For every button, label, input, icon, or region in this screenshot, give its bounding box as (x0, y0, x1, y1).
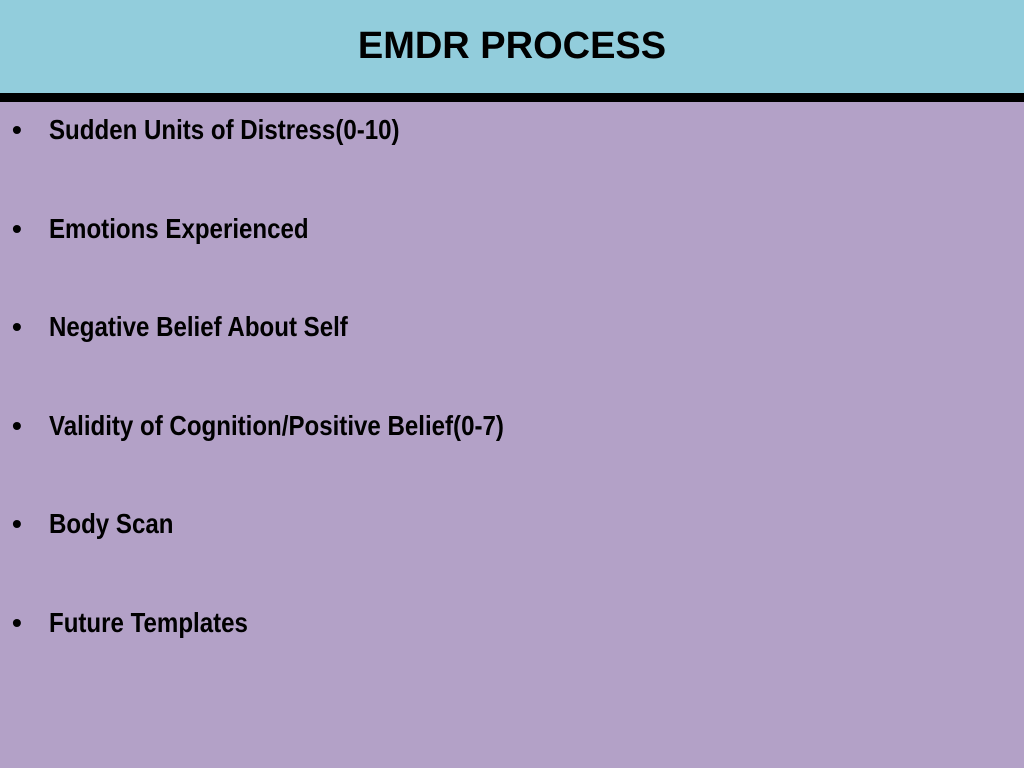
list-item: • Sudden Units of Distress(0-10) (12, 110, 578, 209)
title-band: EMDR PROCESS (0, 0, 1024, 93)
slide-title: EMDR PROCESS (357, 25, 667, 67)
bullet-icon: • (12, 212, 22, 244)
bullet-text: Validity of Cognition/Positive Belief(0-… (49, 409, 504, 441)
list-item: • Negative Belief About Self (12, 307, 578, 406)
list-item: • Future Templates (12, 603, 578, 702)
bullet-icon: • (12, 409, 22, 441)
bullet-text: Body Scan (49, 508, 174, 539)
bullet-list: • Sudden Units of Distress(0-10) • Emoti… (12, 110, 578, 701)
title-divider (0, 93, 1024, 102)
bullet-icon: • (12, 114, 22, 145)
bullet-text: Future Templates (49, 606, 248, 638)
bullet-icon: • (12, 606, 22, 638)
bullet-icon: • (12, 311, 22, 342)
bullet-text: Emotions Experienced (49, 212, 309, 244)
bullet-text: Sudden Units of Distress(0-10) (49, 114, 400, 145)
bullet-icon: • (12, 508, 22, 539)
list-item: • Body Scan (12, 504, 578, 603)
list-item: • Validity of Cognition/Positive Belief(… (12, 406, 578, 505)
bullet-text: Negative Belief About Self (49, 311, 348, 342)
list-item: • Emotions Experienced (12, 209, 578, 308)
